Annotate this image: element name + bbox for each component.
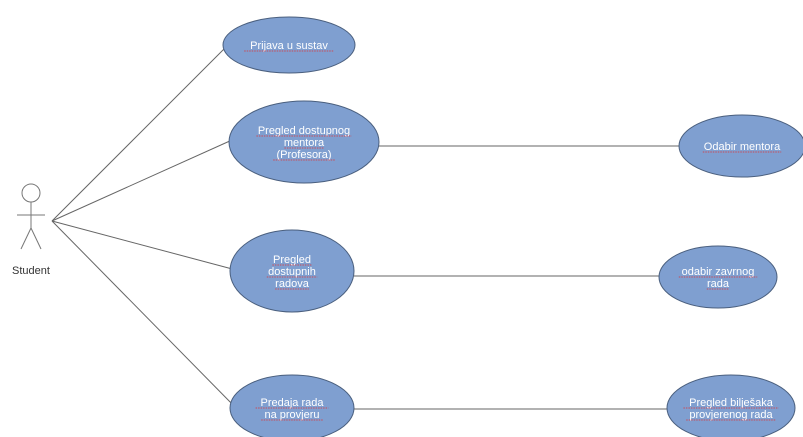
usecase-odabir-mentora[interactable]: Odabir mentora <box>678 114 803 178</box>
usecase-label-line: Odabir mentora <box>704 141 781 153</box>
association-student-pregled-mentora <box>51 139 233 222</box>
usecase-label-line: mentora <box>284 137 325 149</box>
usecase-label-line: Predaja rada <box>261 397 325 409</box>
usecase-label-line: Pregled <box>273 254 311 266</box>
usecase-label-line: na provjeru <box>264 409 319 421</box>
usecase-label-line: rada <box>707 278 730 290</box>
usecase-label-line: odabir zavrnog <box>682 266 755 278</box>
association-student-predaja <box>51 220 239 411</box>
association-student-pregled-radova <box>51 220 237 271</box>
usecase-label-line: radova <box>275 278 310 290</box>
usecase-prijava-u-sustav[interactable]: Prijava u sustav <box>222 16 356 74</box>
usecase-label-line: Pregled bilješaka <box>689 397 774 409</box>
usecase-label-line: (Profesora) <box>276 149 331 161</box>
usecase-label-line: provjerenog rada <box>689 409 773 421</box>
actor-label: Student <box>12 265 50 277</box>
usecase-label: Prijava u sustav <box>250 40 328 52</box>
usecase-label-line: Prijava u sustav <box>250 40 328 52</box>
associations <box>51 34 681 411</box>
actor-left-leg <box>20 227 32 250</box>
actor-right-leg <box>30 227 42 250</box>
association-student-prijava <box>51 34 239 222</box>
usecase-label-line: Pregled dostupnog <box>258 125 350 137</box>
actor-head <box>21 183 41 203</box>
actor-student <box>17 183 45 250</box>
usecase-label-line: dostupnih <box>268 266 316 278</box>
usecase-label: Odabir mentora <box>704 141 781 153</box>
